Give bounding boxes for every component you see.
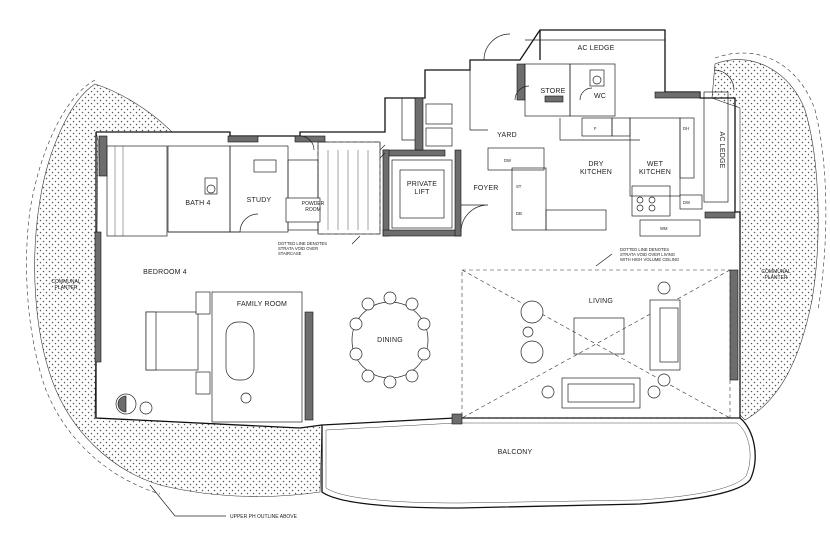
room-label-ac-ledge-top: AC LEDGE [578,45,615,52]
room-label-yard: YARD [497,132,517,139]
fixture-label-f: F [594,126,597,131]
fixture-label-db: DB [516,211,522,216]
room-label-balcony: BALCONY [498,449,533,456]
balcony [321,417,756,509]
room-label-study: STUDY [247,197,272,204]
room-label-bath4: BATH 4 [185,200,210,207]
room-label-bedroom4: BEDROOM 4 [143,269,187,276]
room-label-store: STORE [541,88,566,95]
fixture-label-st: ST [516,184,522,189]
room-label-family-room: FAMILY ROOM [237,301,287,308]
communal-planter-right [711,59,819,421]
room-label-ac-ledge-side: AC LEDGE [718,132,725,169]
room-label-foyer: FOYER [473,185,498,192]
note-upper-ph-outline: UPPER PH OUTLINE ABOVE [230,514,298,520]
fixture-label-dh: DH [683,126,689,131]
fixture-label-wm: WM [660,226,668,231]
room-label-dining: DINING [377,337,403,344]
room-label-living: LIVING [589,298,613,305]
room-label-wc: WC [594,93,606,100]
fixture-label-dw-wet: DW [683,200,690,205]
fixture-label-dw: DW [504,158,511,163]
